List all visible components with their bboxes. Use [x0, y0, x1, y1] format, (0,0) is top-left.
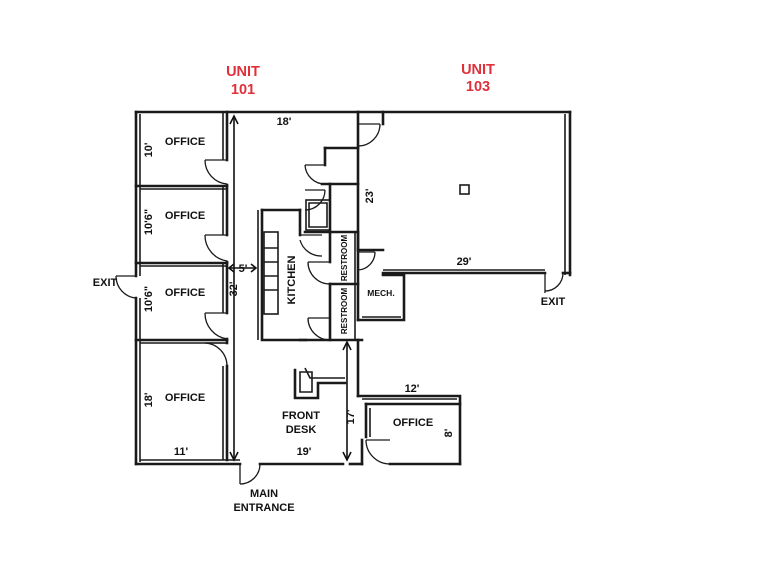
- unit-101-label: UNIT: [226, 64, 260, 80]
- dimension-lines: [227, 114, 352, 462]
- dim-reception-width: 12': [405, 383, 420, 395]
- main-entrance-label-line1: MAIN: [250, 488, 278, 500]
- dim-corridor-length: 32': [228, 281, 240, 296]
- dim-office2-height: 10'6": [143, 209, 155, 235]
- dim-unit103-height: 23': [364, 188, 376, 203]
- office-1-label: OFFICE: [165, 136, 205, 148]
- front-desk-label-line2: DESK: [286, 424, 317, 436]
- main-entrance-label-line2: ENTRANCE: [233, 502, 294, 514]
- office-5-label: OFFICE: [393, 417, 433, 429]
- kitchen-label: KITCHEN: [286, 256, 298, 305]
- office-4-label: OFFICE: [165, 392, 205, 404]
- unit-103-number: 103: [466, 79, 490, 95]
- restroom-1-label: RESTROOM: [340, 235, 349, 282]
- unit-101-number: 101: [231, 82, 255, 98]
- office-2-label: OFFICE: [165, 210, 205, 222]
- dim-corridor-top: 18': [277, 116, 292, 128]
- dim-bottom-width: 19': [297, 446, 312, 458]
- dim-office4-height: 18': [143, 392, 155, 407]
- dim-unit103-width: 29': [457, 256, 472, 268]
- exit-right-label: EXIT: [541, 296, 566, 308]
- dim-office5-height: 8': [443, 428, 455, 437]
- dim-office4-width: 11': [174, 446, 189, 458]
- office-3-label: OFFICE: [165, 287, 205, 299]
- walls: [134, 110, 572, 466]
- doors: [115, 123, 564, 485]
- dim-office1-height: 10': [143, 142, 155, 157]
- exit-left-label: EXIT: [93, 277, 118, 289]
- dim-office3-height: 10'6": [143, 286, 155, 312]
- unit-103-label: UNIT: [461, 62, 495, 78]
- dim-corridor-width: 5': [239, 263, 248, 275]
- mech-label: MECH.: [367, 288, 394, 298]
- restroom-2-label: RESTROOM: [340, 288, 349, 335]
- dim-reception-height: 17': [345, 409, 357, 424]
- front-desk-label-line1: FRONT: [282, 410, 320, 422]
